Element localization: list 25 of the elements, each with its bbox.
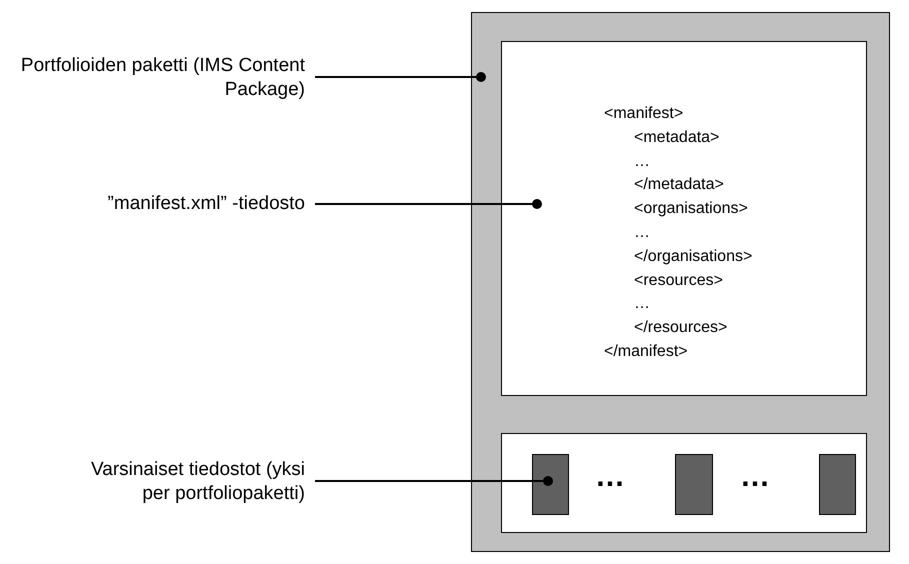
- manifest-box: [501, 41, 867, 396]
- code-line: <manifest>: [604, 104, 684, 124]
- file-square: [675, 454, 713, 515]
- leader-line: [315, 199, 542, 209]
- files-box: [501, 433, 867, 533]
- code-line: </resources>: [634, 318, 728, 338]
- ellipsis: …: [740, 462, 772, 492]
- code-line: …: [634, 294, 650, 314]
- callout-text: ”manifest.xml” -tiedosto: [40, 192, 305, 216]
- code-line: …: [634, 152, 650, 172]
- callout-text: Varsinaiset tiedostot (yksi per portfoliopaketti): [67, 458, 305, 506]
- callout-text: Portfolioiden paketti (IMS Content Package): [20, 54, 305, 102]
- code-line: <metadata>: [634, 128, 720, 148]
- code-line: </manifest>: [604, 342, 688, 362]
- code-line: </metadata>: [634, 175, 724, 196]
- code-line: </organisations>: [634, 246, 752, 267]
- code-line: <organisations>: [634, 199, 748, 220]
- package-panel: [471, 12, 890, 552]
- leader-line: [315, 72, 486, 82]
- file-square: [532, 454, 569, 515]
- file-square: [819, 454, 856, 515]
- leader-line: [315, 476, 553, 486]
- code-line: <resources>: [634, 270, 723, 291]
- ellipsis: …: [595, 462, 627, 492]
- code-line: …: [634, 223, 650, 243]
